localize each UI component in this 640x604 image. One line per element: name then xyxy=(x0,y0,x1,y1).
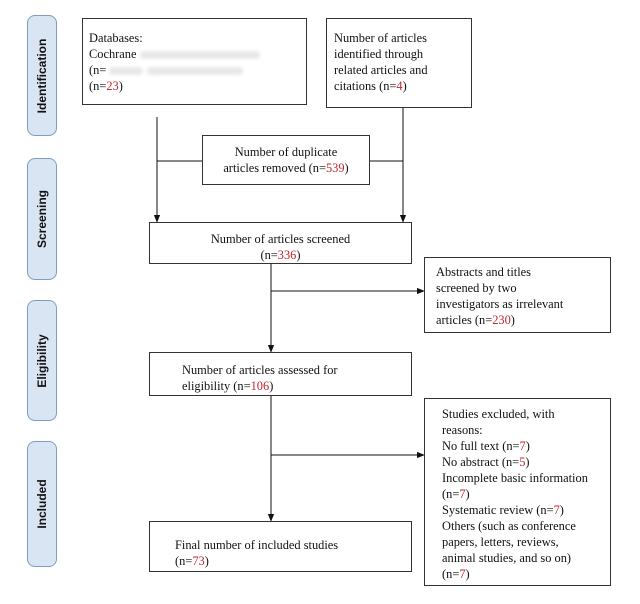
excluded-no-abstract-label: No abstract (n= xyxy=(442,455,520,469)
abstracts-line-2: screened by two xyxy=(436,281,517,295)
eligibility-line-2: eligibility (n=106) xyxy=(182,378,411,394)
databases-line-3: (n= xyxy=(89,62,306,78)
phase-included: Included xyxy=(27,441,57,567)
related-n-suffix: ) xyxy=(402,79,407,93)
abstracts-n-value: 230 xyxy=(492,313,511,327)
abstracts-line-3: investigators as irrelevant xyxy=(436,297,564,311)
redacted-text xyxy=(109,67,144,76)
related-n-prefix: citations (n= xyxy=(334,79,397,93)
final-n-value: 73 xyxy=(192,554,205,568)
eligibility-n-value: 106 xyxy=(250,379,270,393)
phase-identification-label: Identification xyxy=(35,38,49,113)
excluded-no-abstract: No abstract (n=5) xyxy=(442,454,610,470)
duplicates-n-prefix: articles removed (n= xyxy=(223,161,326,175)
excluded-line-1: Studies excluded, with xyxy=(442,407,555,421)
box-databases: Databases: Cochrane (n= (n=23) xyxy=(82,18,307,105)
abstracts-line-4: articles (n=230) xyxy=(436,312,610,328)
duplicates-line-1: Number of duplicate xyxy=(234,145,338,159)
excluded-others-line-3: animal studies, and so on) xyxy=(442,551,572,565)
abstracts-n-prefix: articles (n= xyxy=(436,313,493,327)
excluded-others-line-4: (n=7) xyxy=(442,566,610,582)
excluded-incomplete-n: 7 xyxy=(459,487,466,501)
related-line-4: citations (n=4) xyxy=(334,78,471,94)
box-duplicates-removed: Number of duplicate articles removed (n=… xyxy=(202,135,370,185)
databases-n-suffix: ) xyxy=(118,79,123,93)
databases-line-4: (n=23) xyxy=(89,78,306,94)
phase-identification: Identification xyxy=(27,15,57,136)
final-line-2: (n=73) xyxy=(175,553,411,569)
excluded-no-full-text-suffix: ) xyxy=(525,439,530,453)
excluded-incomplete-suffix: ) xyxy=(465,487,470,501)
eligibility-n-prefix: eligibility (n= xyxy=(182,379,251,393)
eligibility-n-suffix: ) xyxy=(269,379,274,393)
final-line-1: Final number of included studies xyxy=(175,538,339,552)
duplicates-n-suffix: ) xyxy=(344,161,349,175)
box-studies-excluded: Studies excluded, with reasons: No full … xyxy=(424,398,611,586)
databases-n-value: 23 xyxy=(106,79,119,93)
duplicates-n-value: 539 xyxy=(325,161,345,175)
excluded-no-full-text: No full text (n=7) xyxy=(442,438,610,454)
screened-n-suffix: ) xyxy=(296,248,301,262)
excluded-incomplete-line-1: Incomplete basic information xyxy=(442,471,588,485)
related-line-2: identified through xyxy=(334,47,424,61)
screened-n-prefix: (n= xyxy=(260,248,278,262)
box-articles-screened: Number of articles screened (n=336) xyxy=(149,222,412,264)
phase-screening: Screening xyxy=(27,158,57,280)
redacted-text xyxy=(139,51,260,60)
box-related-articles: Number of articles identified through re… xyxy=(326,18,472,108)
databases-line-1: Databases: xyxy=(89,31,143,45)
redacted-text xyxy=(146,67,243,76)
databases-cochrane: Cochrane xyxy=(89,47,137,61)
related-line-3: related articles and xyxy=(334,63,428,77)
excluded-line-2: reasons: xyxy=(442,423,483,437)
duplicates-line-2: articles removed (n=539) xyxy=(203,160,369,176)
final-n-suffix: ) xyxy=(204,554,209,568)
eligibility-line-1: Number of articles assessed for xyxy=(182,363,338,377)
box-assessed-eligibility: Number of articles assessed for eligibil… xyxy=(149,352,412,396)
box-final-included: Final number of included studies (n=73) xyxy=(149,521,412,572)
screened-line-2: (n=336) xyxy=(150,247,411,263)
excluded-systematic-n: 7 xyxy=(553,503,560,517)
related-line-1: Number of articles xyxy=(334,31,427,45)
phase-included-label: Included xyxy=(35,479,49,529)
excluded-incomplete-line-2: (n=7) xyxy=(442,486,610,502)
phase-screening-label: Screening xyxy=(35,189,49,249)
excluded-no-abstract-n: 5 xyxy=(519,455,526,469)
screened-line-1: Number of articles screened xyxy=(210,232,351,246)
abstracts-n-suffix: ) xyxy=(510,313,515,327)
excluded-no-full-text-n: 7 xyxy=(519,439,526,453)
box-abstracts-irrelevant: Abstracts and titles screened by two inv… xyxy=(424,257,611,333)
screened-n-value: 336 xyxy=(277,248,297,262)
excluded-others-suffix: ) xyxy=(465,567,470,581)
excluded-no-full-text-label: No full text (n= xyxy=(442,439,520,453)
excluded-systematic-suffix: ) xyxy=(559,503,564,517)
excluded-no-abstract-suffix: ) xyxy=(525,455,530,469)
excluded-others-n: 7 xyxy=(459,567,466,581)
excluded-systematic-review: Systematic review (n=7) xyxy=(442,502,610,518)
abstracts-line-1: Abstracts and titles xyxy=(436,265,531,279)
related-n-value: 4 xyxy=(396,79,403,93)
excluded-others-prefix: (n= xyxy=(442,567,460,581)
excluded-incomplete-prefix: (n= xyxy=(442,487,460,501)
phase-eligibility: Eligibility xyxy=(27,300,57,421)
databases-n-prefix: (n= xyxy=(89,79,107,93)
excluded-others-line-2: papers, letters, reviews, xyxy=(442,535,559,549)
final-n-prefix: (n= xyxy=(175,554,193,568)
databases-line-3-prefix: (n= xyxy=(89,63,107,77)
phase-eligibility-label: Eligibility xyxy=(35,333,49,388)
databases-line-2: Cochrane xyxy=(89,46,306,62)
excluded-systematic-label: Systematic review (n= xyxy=(442,503,554,517)
excluded-others-line-1: Others (such as conference xyxy=(442,519,576,533)
